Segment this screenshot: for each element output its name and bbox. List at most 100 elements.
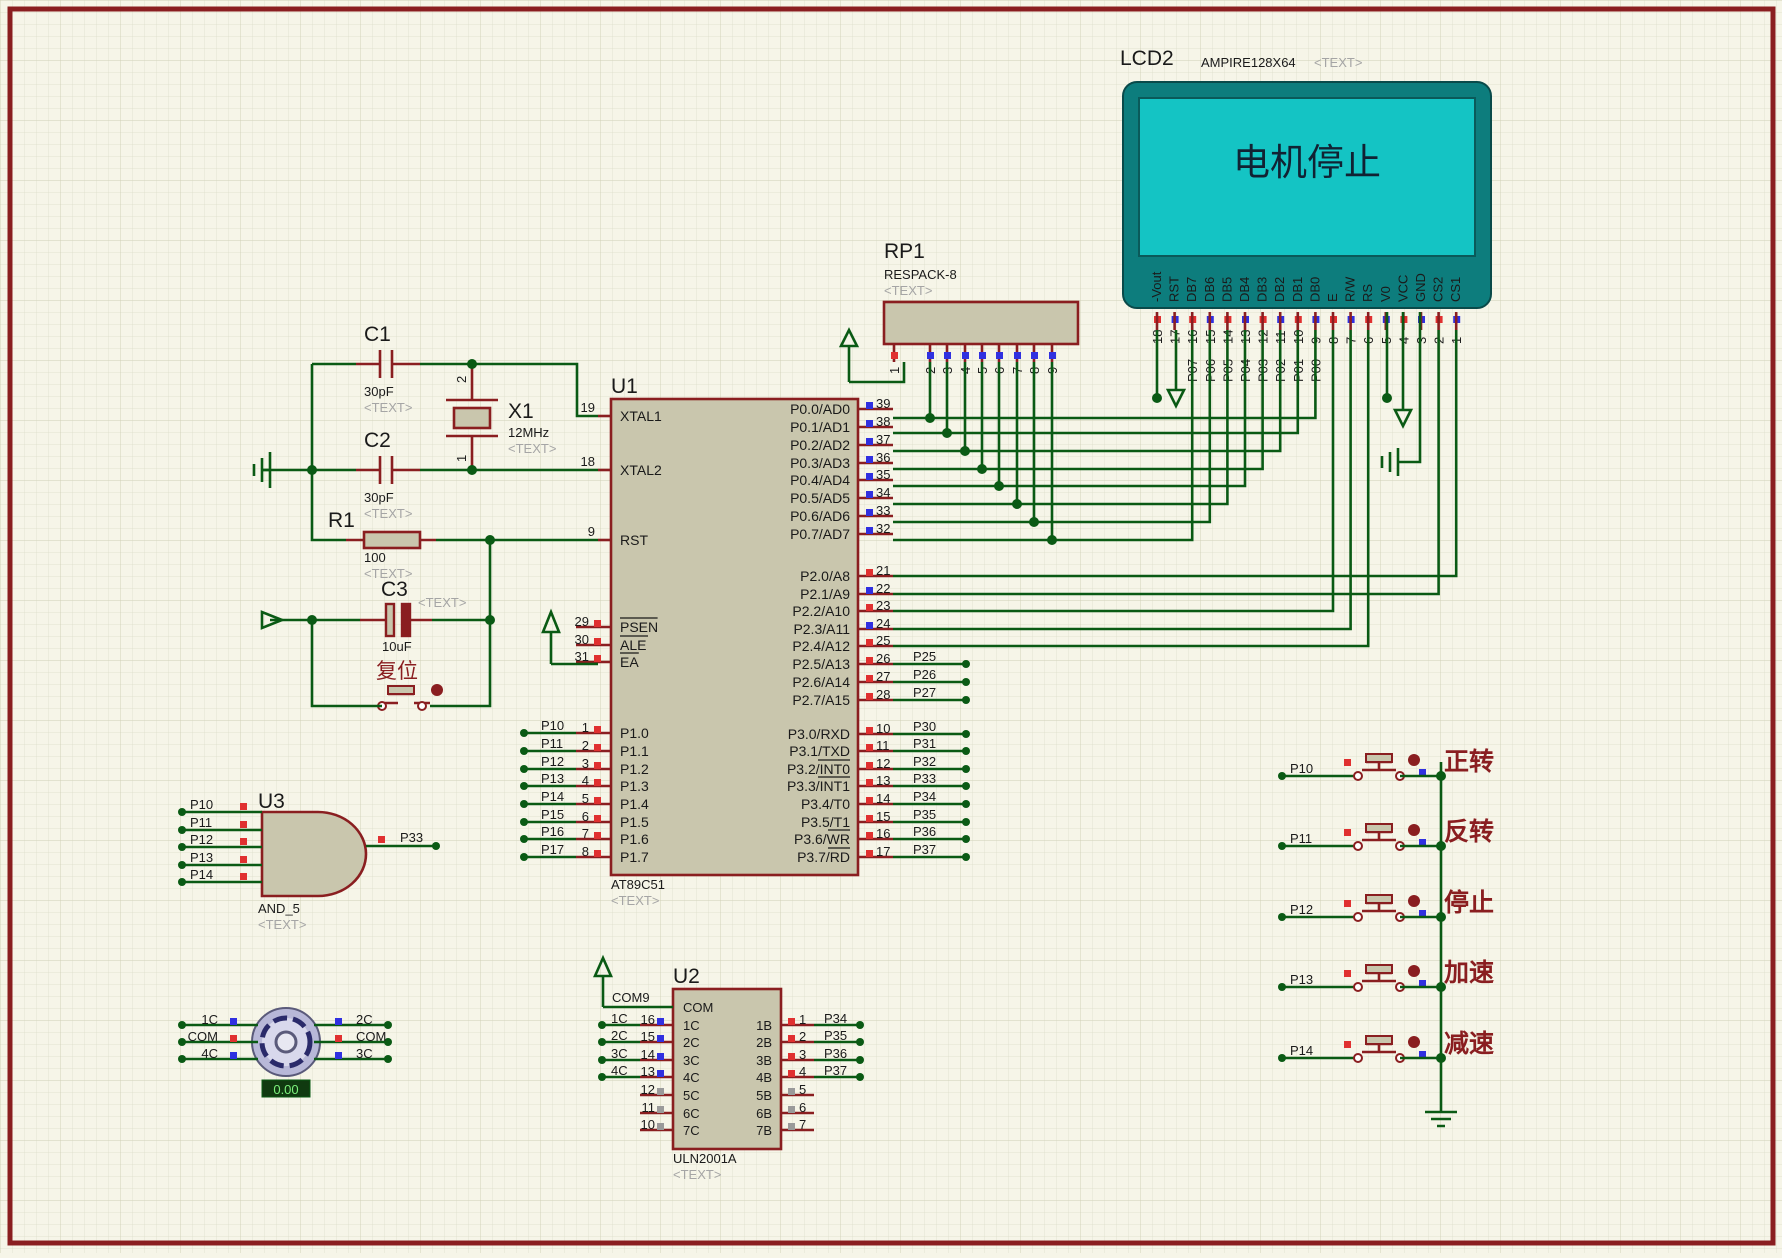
u1-pin-marker <box>594 797 601 804</box>
resistor-r1[interactable]: R1 100 <TEXT> <box>328 509 436 581</box>
u1-pin-marker <box>866 815 873 822</box>
u2-left-pin-name: 2C <box>683 1035 700 1050</box>
reset-button-label: 复位 <box>376 660 418 683</box>
lcd-module[interactable]: LCD2 AMPIRE128X64 <TEXT> 电机停止 -Vout18RST… <box>1120 47 1492 382</box>
u1-right-pin-name: P3.1/TXD <box>789 743 850 759</box>
u2-right-pin-number: 1 <box>799 1012 806 1027</box>
rp1-pin-marker <box>1014 352 1021 359</box>
u1-net-label: P17 <box>541 842 564 857</box>
control-button-marker <box>1419 980 1426 987</box>
u1-left-pin-name: XTAL2 <box>620 462 662 478</box>
c3-value: 10uF <box>382 639 412 654</box>
c3-ref: C3 <box>381 578 408 601</box>
control-button-label: 正转 <box>1444 747 1494 776</box>
u1-right-pin-name: P0.2/AD2 <box>790 437 850 453</box>
u1-net-label: P16 <box>541 824 564 839</box>
lcd-pin-name: DB5 <box>1219 277 1234 302</box>
u1-right-pin-number: 36 <box>876 450 890 465</box>
c3-text-tag: <TEXT> <box>418 595 466 610</box>
x1-ref: X1 <box>508 400 534 423</box>
u2-right-pin-number: 3 <box>799 1047 806 1062</box>
u2-pin-marker <box>788 1035 795 1042</box>
control-button-net: P12 <box>1290 902 1313 917</box>
r1-text-tag: <TEXT> <box>364 566 412 581</box>
u2-right-pin-name: 1B <box>756 1018 772 1033</box>
motor-pin-marker <box>335 1052 342 1059</box>
lcd-pin-name: DB0 <box>1307 277 1322 302</box>
crystal-x1[interactable]: X1 12MHz <TEXT> 2 1 <box>446 364 556 470</box>
u1-pin-marker <box>866 473 873 480</box>
u1-left-pin-name: RST <box>620 532 648 548</box>
u1-pin-marker <box>866 832 873 839</box>
u3-text-tag: <TEXT> <box>258 917 306 932</box>
u1-left-pin-number: 18 <box>581 454 595 469</box>
c1-ref: C1 <box>364 323 391 346</box>
u2-left-pin-number: 12 <box>641 1082 655 1097</box>
svg-text:2: 2 <box>454 376 469 383</box>
u1-left-pin-number: 4 <box>582 773 589 788</box>
u3-input-net: P13 <box>190 850 213 865</box>
u3-input-net: P11 <box>190 815 212 830</box>
reset-button[interactable]: 复位 <box>376 660 443 711</box>
u2-pin-marker <box>657 1123 664 1130</box>
control-button-net: P14 <box>1290 1043 1313 1058</box>
u1-right-pin-name: P3.0/RXD <box>788 726 850 742</box>
u2-driver[interactable]: U2 ULN2001A <TEXT> COM1C161C2C152C3C143C… <box>592 954 864 1182</box>
u2-pin-marker <box>788 1053 795 1060</box>
lcd-pin-name: DB7 <box>1184 277 1199 302</box>
u1-right-pin-number: 24 <box>876 616 890 631</box>
u1-pin-marker <box>866 587 873 594</box>
u1-pin-marker <box>594 744 601 751</box>
capacitor-c2[interactable]: C2 30pF <TEXT> <box>356 429 420 521</box>
lcd-pin-name: E <box>1325 293 1340 302</box>
u3-ref: U3 <box>258 790 285 813</box>
u1-right-pin-name: P3.5/T1 <box>801 814 850 830</box>
capacitor-c3[interactable]: C3 <TEXT> 10uF <box>360 578 466 654</box>
u1-left-pin-number: 7 <box>582 826 589 841</box>
control-button-label: 反转 <box>1444 817 1494 846</box>
rp1-pin-marker <box>996 352 1003 359</box>
u1-pin-marker <box>866 657 873 664</box>
u1-left-pin-number: 19 <box>581 400 595 415</box>
u1-part: AT89C51 <box>611 877 665 892</box>
u2-net-label: 3C <box>611 1046 628 1061</box>
u1-right-pin-number: 11 <box>876 738 890 753</box>
lcd-pin-name: R/W <box>1343 276 1358 302</box>
u1-net-label: P30 <box>913 719 936 734</box>
u2-left-pin-name: 1C <box>683 1018 700 1033</box>
u1-right-pin-name: P2.3/A11 <box>793 621 850 637</box>
lcd-pin-name: -Vout <box>1149 271 1164 302</box>
u1-pin-marker <box>866 402 873 409</box>
u3-input-net: P14 <box>190 867 213 882</box>
u1-pin-marker <box>866 604 873 611</box>
motor-right-pin: COM <box>356 1029 386 1044</box>
rp1-pin-marker <box>927 352 934 359</box>
u1-pin-marker <box>594 815 601 822</box>
u1-microcontroller[interactable]: U1 AT89C51 <TEXT> XTAL119XTAL218RST9PSEN… <box>520 375 970 908</box>
u2-com-net: COM9 <box>612 990 650 1005</box>
x1-value: 12MHz <box>508 425 549 440</box>
u1-pin-marker <box>866 438 873 445</box>
lcd-pin-name: CS2 <box>1431 277 1446 302</box>
motor-pin-marker <box>230 1018 237 1025</box>
u1-right-pin-number: 13 <box>876 773 890 788</box>
u2-pin-marker <box>657 1106 664 1113</box>
u1-right-pin-name: P3.6/WR <box>794 831 850 847</box>
lcd-screen <box>1138 97 1476 257</box>
c2-text-tag: <TEXT> <box>364 506 412 521</box>
rp1-pin-marker <box>944 352 951 359</box>
u1-pin-marker <box>866 509 873 516</box>
control-button-marker <box>1419 910 1426 917</box>
capacitor-c1[interactable]: C1 30pF <TEXT> <box>356 323 420 415</box>
u2-left-pin-number: 15 <box>641 1029 655 1044</box>
u1-net-label: P12 <box>541 754 564 769</box>
